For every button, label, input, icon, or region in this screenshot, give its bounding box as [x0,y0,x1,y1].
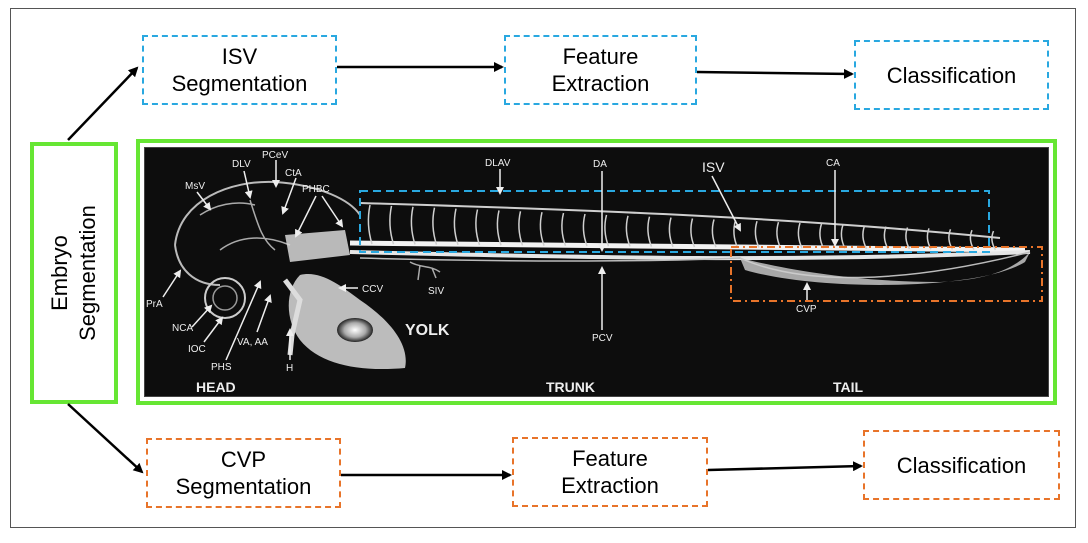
label-ccv: CCV [362,284,383,295]
isv-vessel [991,230,997,251]
isv-region-box [359,190,990,253]
label-trunk: TRUNK [546,379,595,395]
isv-vessel [453,208,459,246]
isv-vessel [647,216,653,247]
arrow-feature-to-classification-top [696,68,854,79]
label-pcev: PCeV [262,150,288,161]
arrow-feature-to-classification-bottom [707,461,863,472]
isv-segmentation-line1: ISV [221,44,258,69]
top-classification-label: Classification [886,62,1017,88]
isv-vessel [690,218,696,248]
top-classification-box: Classification [854,40,1049,110]
isv-vessel [604,214,610,247]
label-dlav: DLAV [485,158,511,169]
label-cta: CtA [285,168,302,179]
isv-vessel [625,215,631,247]
label-yolk: YOLK [405,322,450,339]
isv-vessels [367,204,997,251]
label-head: HEAD [196,379,236,395]
isv-vessel [668,217,674,248]
label-da: DA [593,159,607,170]
isv-vessel [819,223,825,249]
cvp-segmentation-line1: CVP [220,447,267,472]
isv-vessel [539,212,545,246]
isv-vessel [797,222,803,249]
bottom-classification-label: Classification [896,452,1027,478]
label-ca: CA [826,158,840,169]
isv-vessel [776,221,782,249]
label-siv: SIV [428,286,444,297]
label-ioc: IOC [188,344,206,355]
isv-vessel [905,227,911,250]
figure-frame [10,8,1076,528]
isv-vessel [840,224,846,249]
label-h: H [286,363,293,374]
isv-vessel [432,207,438,245]
isv-vessel [496,210,502,246]
cvp-region-box [730,246,1043,302]
label-va-aa: VA, AA [237,337,268,348]
label-msv: MsV [185,181,205,192]
bottom-classification-box: Classification [863,430,1060,500]
isv-vessel [582,213,588,247]
arrow-embryo-to-cvp [67,403,144,474]
isv-vessel [410,206,416,245]
isv-vessel [367,204,373,245]
zebrafish-illustration [174,180,1031,370]
label-pra: PrA [146,299,163,310]
label-pcv: PCV [592,333,613,344]
top-feature-extraction-line1: Feature [562,44,639,69]
label-phs: PHS [211,362,232,373]
zebrafish-image [144,147,1049,397]
bottom-feature-extraction-line2: Extraction [561,473,659,498]
isv-vessel [561,212,567,247]
label-tail: TAIL [833,379,864,395]
label-dlv: DLV [232,159,251,170]
isv-vessel [711,219,717,248]
top-feature-extraction-line2: Extraction [551,71,650,96]
label-cvp: CVP [796,304,817,315]
isv-vessel [883,226,889,250]
bottom-feature-extraction-line1: Feature [572,446,648,471]
label-phbc: PHBC [302,184,330,195]
isv-vessel [969,229,975,250]
isv-vessel [518,211,524,246]
cvp-segmentation-line2: Segmentation [175,474,312,499]
label-nca: NCA [172,323,193,334]
isv-vessel [389,205,395,245]
isv-vessel [733,220,739,248]
label-isv: ISV [702,159,725,175]
arrow-embryo-to-isv [67,66,139,141]
isv-vessel [862,225,868,249]
isv-vessel [754,220,760,248]
isv-segmentation-line2: Segmentation [171,71,308,96]
isv-vessel [475,209,481,246]
